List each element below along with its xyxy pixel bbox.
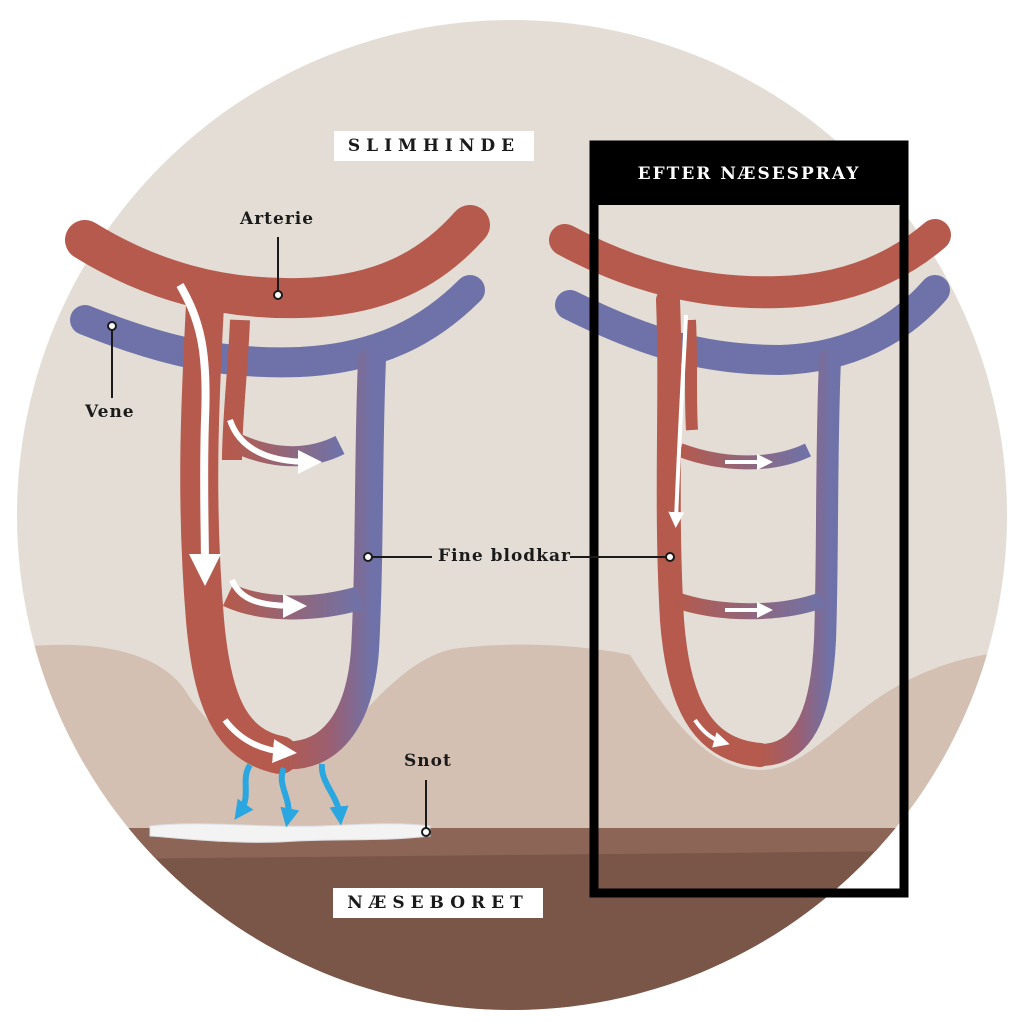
flow-arrow bbox=[227, 418, 322, 474]
slimhinde-label: SLIMHINDE bbox=[334, 131, 534, 161]
mucus-arrow bbox=[278, 766, 300, 828]
nostril-layer bbox=[17, 828, 1007, 1010]
fine-blodkar-callout: Fine blodkar bbox=[438, 546, 571, 566]
flow-arrow bbox=[693, 718, 730, 748]
arterie-dot bbox=[273, 290, 283, 300]
artery-after bbox=[549, 219, 951, 309]
flow-arrow bbox=[229, 578, 307, 618]
mucus-arrow bbox=[234, 763, 254, 820]
flow-arrow bbox=[668, 314, 688, 528]
vessels-after bbox=[549, 219, 951, 767]
fine-blodkar-dot-left bbox=[363, 552, 373, 562]
snot-dot bbox=[421, 827, 431, 837]
artery-before bbox=[65, 205, 490, 319]
fine-blodkar-dot-right bbox=[665, 552, 675, 562]
flow-arrow bbox=[176, 283, 221, 586]
vein-after bbox=[555, 275, 950, 376]
vessels-before bbox=[65, 205, 490, 828]
arterie-callout: Arterie bbox=[240, 209, 315, 229]
vene-callout: Vene bbox=[85, 402, 135, 422]
after-nasal-spray-header: EFTER NÆSESPRAY bbox=[592, 143, 906, 205]
naeseboret-label: NÆSEBORET bbox=[333, 888, 543, 918]
mucus bbox=[149, 823, 431, 843]
snot-callout: Snot bbox=[404, 751, 452, 771]
mucus-arrow bbox=[318, 763, 349, 826]
vene-dot bbox=[107, 321, 117, 331]
flow-arrow bbox=[222, 718, 297, 764]
vein-before bbox=[70, 275, 485, 378]
